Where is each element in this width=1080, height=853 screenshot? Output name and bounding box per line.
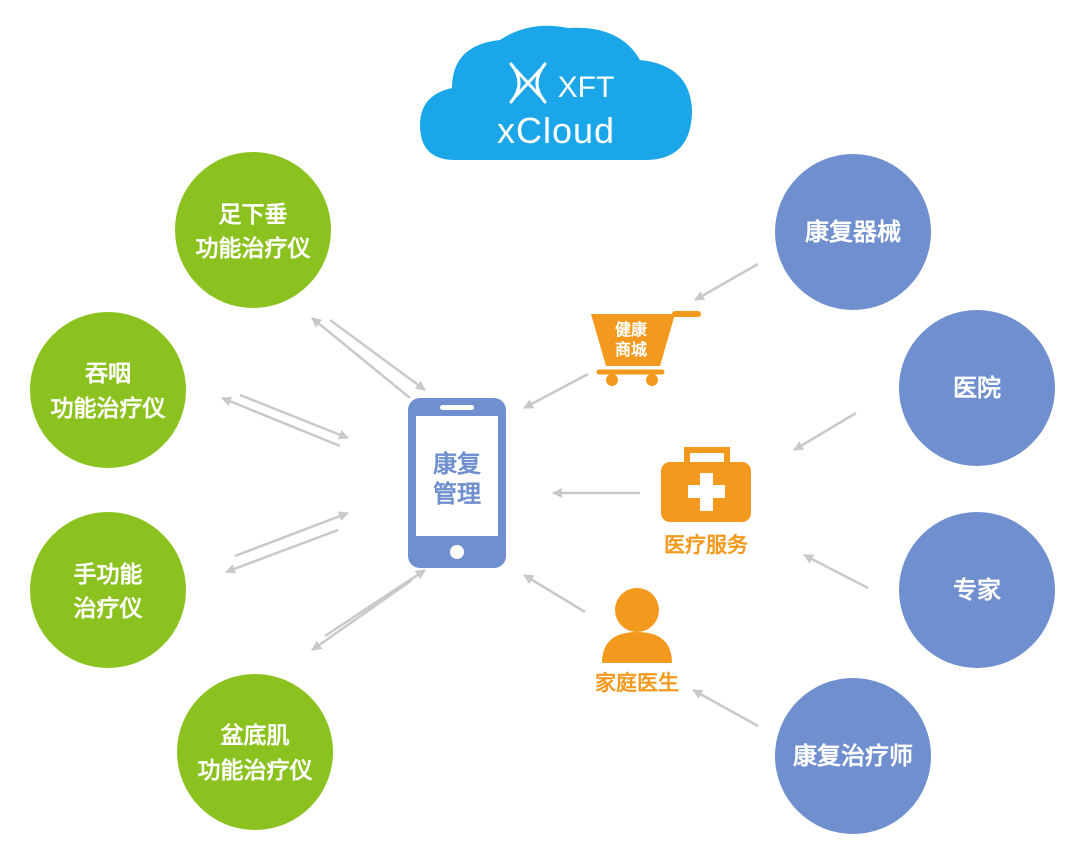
xft-logo-icon (509, 62, 547, 104)
cart-wheel-right (646, 374, 658, 386)
phone-line1: 康复 (433, 450, 482, 478)
device-node-hand: 手功能 治疗仪 (30, 512, 186, 668)
arrow (324, 568, 426, 638)
phone-screen (416, 416, 498, 536)
arrow (692, 688, 759, 728)
cart-basket-icon (591, 314, 675, 366)
arrow (311, 578, 413, 652)
phone-speaker (440, 405, 474, 410)
device-line2: 治疗仪 (74, 595, 144, 622)
device-node-swallowing: 吞咽 功能治疗仪 (30, 312, 186, 468)
arrow (694, 262, 759, 302)
medkit-cross-h (688, 485, 725, 498)
source-label: 康复治疗师 (793, 742, 913, 770)
medical-service: 医疗服务 (661, 447, 751, 557)
cloud-shape (420, 25, 692, 161)
phone-home-button (450, 545, 464, 559)
phone-line2: 管理 (433, 480, 481, 508)
device-line2: 功能治疗仪 (51, 395, 167, 422)
arrow (329, 318, 426, 392)
device-line1: 盆底肌 (221, 722, 290, 749)
arrow (523, 372, 589, 410)
arrow (311, 317, 411, 399)
arrow (234, 511, 349, 558)
medical-service-label: 医疗服务 (664, 533, 749, 557)
doctor-body-icon (602, 632, 672, 663)
cart-line1: 健康 (615, 320, 648, 339)
device-line2: 功能治疗仪 (198, 757, 314, 784)
cloud-brand: XFT (558, 71, 615, 104)
arrow (239, 393, 349, 440)
source-label: 专家 (953, 576, 1001, 604)
cart-wheel-left (606, 374, 618, 386)
source-label: 医院 (953, 374, 1001, 402)
source-label: 康复器械 (805, 218, 901, 246)
arrow (523, 573, 586, 614)
device-line2: 功能治疗仪 (196, 235, 312, 262)
device-node-foot-drop: 足下垂 功能治疗仪 (175, 152, 331, 308)
arrow (793, 411, 857, 452)
cloud-name: xCloud (497, 110, 615, 151)
health-mall-cart: 健康 商城 (591, 311, 701, 386)
family-doctor-label: 家庭医生 (595, 671, 679, 695)
cart-line2: 商城 (615, 340, 647, 359)
source-node-rehab-equipment: 康复器械 (775, 154, 931, 310)
source-node-hospital: 医院 (899, 310, 1055, 466)
arrow (225, 528, 339, 574)
arrow (803, 553, 869, 590)
source-node-therapist: 康复治疗师 (775, 678, 931, 834)
phone-rehab-management: 康复 管理 (408, 398, 506, 568)
source-node-expert: 专家 (899, 512, 1055, 668)
device-line1: 吞咽 (85, 361, 131, 387)
doctor-head-icon (615, 588, 659, 632)
device-line1: 足下垂 (219, 202, 288, 228)
xcloud-cloud: XFT xCloud (420, 25, 692, 161)
flow-arrows (221, 262, 869, 728)
device-line1: 手功能 (74, 561, 143, 588)
family-doctor: 家庭医生 (595, 588, 679, 695)
device-node-pelvic-floor: 盆底肌 功能治疗仪 (177, 674, 333, 830)
medkit-handle (684, 447, 730, 464)
arrow (221, 396, 341, 448)
